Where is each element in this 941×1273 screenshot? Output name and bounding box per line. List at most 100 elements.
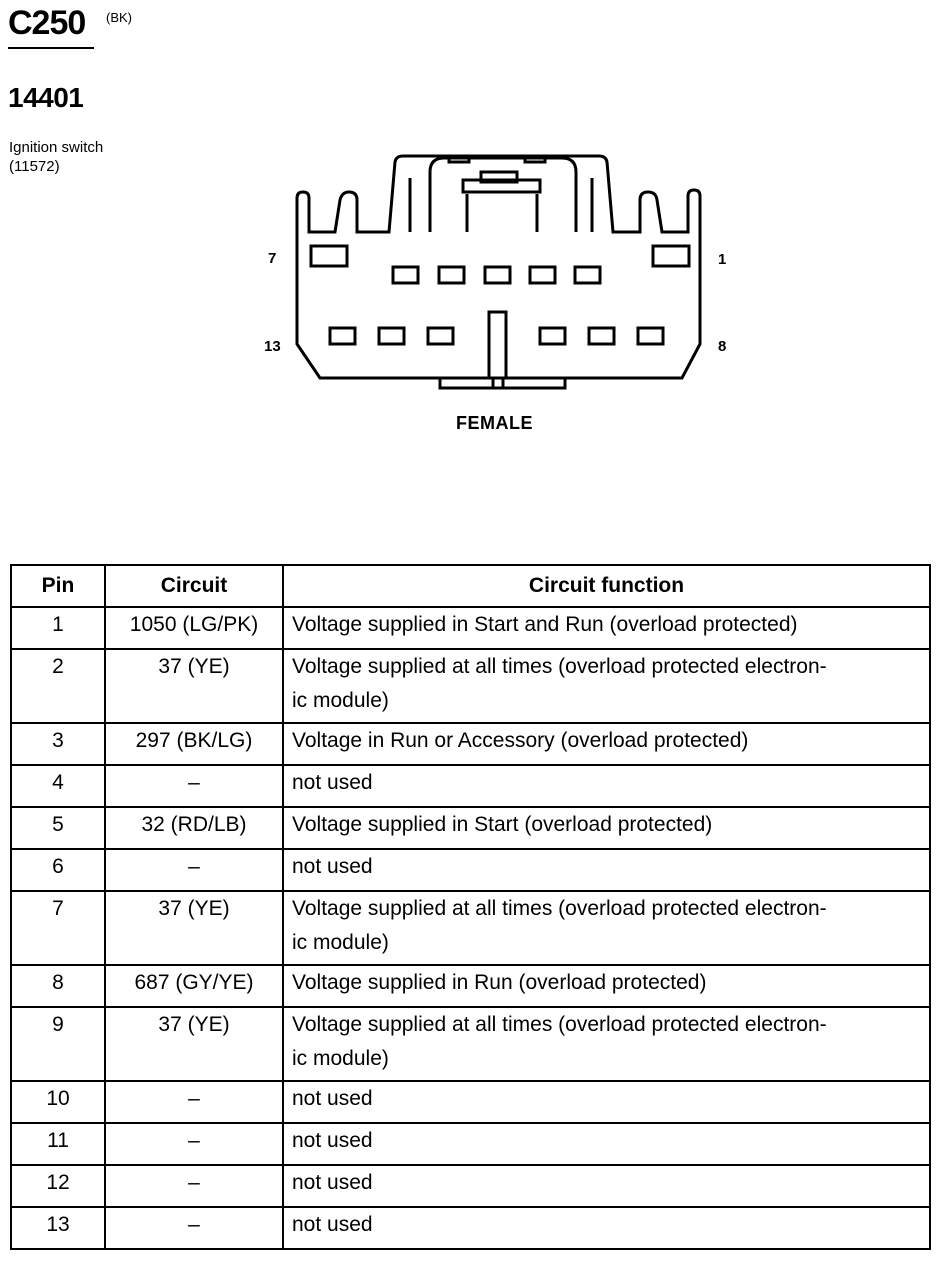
- connector-face-diagram: [295, 154, 702, 390]
- connector-body: [295, 154, 702, 380]
- pin-cell-text: 5: [52, 813, 64, 836]
- pin-cell-text: 4: [52, 771, 64, 794]
- connector-latch: [428, 156, 578, 232]
- pin-cell-text: 7: [52, 897, 64, 920]
- pin-cell: 10: [10, 1080, 106, 1124]
- pin-label-bottom-left: 13: [264, 338, 281, 355]
- pin-cell-text: 1: [52, 613, 64, 636]
- column-header-pin: Pin: [10, 564, 106, 608]
- pin-cell-text: 2: [52, 655, 64, 678]
- pin-cell-text: 8: [52, 971, 64, 994]
- function-cell: Voltage supplied at all times (overload …: [282, 1006, 931, 1082]
- latch-tab: [461, 178, 542, 194]
- function-cell: Voltage supplied in Start and Run (overl…: [282, 606, 931, 650]
- function-cell-text: not used: [292, 1213, 373, 1236]
- circuit-cell-text: 37 (YE): [158, 655, 230, 678]
- pin-label-top-right: 1: [718, 251, 727, 268]
- circuit-cell-text: 37 (YE): [158, 897, 230, 920]
- pin-cell: 4: [10, 764, 106, 808]
- cavity-13: [328, 326, 357, 346]
- circuit-cell-text: 1050 (LG/PK): [129, 613, 259, 636]
- function-cell: Voltage supplied in Start (overload prot…: [282, 806, 931, 850]
- circuit-cell: 37 (YE): [104, 890, 284, 966]
- latch-button: [479, 170, 519, 184]
- circuit-cell-text: –: [188, 1171, 200, 1194]
- circuit-cell-text: 32 (RD/LB): [141, 813, 247, 836]
- table-row: 6–not used: [10, 848, 931, 892]
- circuit-cell-text: –: [188, 1213, 200, 1236]
- pin-cell: 13: [10, 1206, 106, 1250]
- cavity-7: [309, 244, 349, 268]
- cavity-5: [437, 265, 466, 285]
- circuit-cell-text: 37 (YE): [158, 1013, 230, 1036]
- function-cell-text: Voltage supplied in Start (overload prot…: [292, 813, 713, 836]
- cavity-9: [587, 326, 616, 346]
- column-header-function: Circuit function: [282, 564, 931, 608]
- circuit-cell: –: [104, 1122, 284, 1166]
- table-row: 9 37 (YE) Voltage supplied at all times (o…: [10, 1006, 931, 1082]
- pin-cell: 1: [10, 606, 106, 650]
- connector-color: (BK): [106, 10, 132, 25]
- cavity-10: [538, 326, 567, 346]
- connector-id: C250: [8, 4, 86, 42]
- circuit-cell-text: 687 (GY/YE): [134, 971, 254, 994]
- circuit-cell: 687 (GY/YE): [104, 964, 284, 1008]
- pin-cell-text: 6: [52, 855, 64, 878]
- cavity-6: [391, 265, 420, 285]
- pin-label-top-left: 7: [268, 250, 277, 267]
- function-cell-text: Voltage supplied in Run (overload protec…: [292, 971, 707, 994]
- circuit-cell: –: [104, 1206, 284, 1250]
- title-underline: [8, 47, 94, 49]
- table-row: 8 687 (GY/YE) Voltage supplied in Run (ove…: [10, 964, 931, 1008]
- function-cell-text: Voltage supplied at all times (overload …: [292, 897, 827, 920]
- table-row: 2 37 (YE) Voltage supplied at all times (o…: [10, 648, 931, 724]
- table-row: 7 37 (YE) Voltage supplied at all times (o…: [10, 890, 931, 966]
- pin-cell: 9: [10, 1006, 106, 1082]
- function-cell-continuation: ic module): [292, 931, 389, 954]
- cavity-1: [651, 244, 691, 268]
- table-row: 12–not used: [10, 1164, 931, 1208]
- function-cell-text: Voltage supplied at all times (overload …: [292, 655, 827, 678]
- function-cell: not used: [282, 1080, 931, 1124]
- pin-cell-text: 9: [52, 1013, 64, 1036]
- part-number: 14401: [8, 82, 84, 113]
- cavity-12: [377, 326, 406, 346]
- cavity-3: [528, 265, 557, 285]
- function-cell: Voltage in Run or Accessory (overload pr…: [282, 722, 931, 766]
- table-row: 4–not used: [10, 764, 931, 808]
- function-cell-continuation: ic module): [292, 689, 389, 712]
- table-row: 5 32 (RD/LB) Voltage supplied in Start (ov…: [10, 806, 931, 850]
- circuit-cell-text: 297 (BK/LG): [135, 729, 253, 752]
- circuit-cell-text: –: [188, 1129, 200, 1152]
- circuit-cell: 1050 (LG/PK): [104, 606, 284, 650]
- cavity-11: [426, 326, 455, 346]
- table-row: 10 – not used: [10, 1080, 931, 1124]
- component-ref: (11572): [9, 158, 60, 175]
- pin-cell: 5: [10, 806, 106, 850]
- pin-cell: 2: [10, 648, 106, 724]
- circuit-cell: 297 (BK/LG): [104, 722, 284, 766]
- function-cell: Voltage supplied at all times (overload …: [282, 890, 931, 966]
- column-header-circuit: Circuit: [104, 564, 284, 608]
- bottom-rail: [438, 378, 567, 390]
- pin-cell-text: 3: [52, 729, 64, 752]
- function-cell-text: not used: [292, 1087, 373, 1110]
- component-description: Ignition switch (11572): [9, 138, 103, 176]
- circuit-cell: 37 (YE): [104, 1006, 284, 1082]
- circuit-cell-text: –: [188, 1087, 200, 1110]
- function-cell: not used: [282, 1164, 931, 1208]
- function-cell-text: not used: [292, 771, 373, 794]
- latch-notch-right: [523, 154, 547, 164]
- latch-ribs: [408, 178, 594, 232]
- cavity-2: [573, 265, 602, 285]
- function-cell: not used: [282, 1122, 931, 1166]
- cavity-8: [636, 326, 665, 346]
- component-name: Ignition switch: [9, 139, 104, 156]
- polarizing-key: [487, 310, 508, 378]
- table-row: 3 297 (BK/LG) Voltage in Run or Accessory …: [10, 722, 931, 766]
- table-row: 11–not used: [10, 1122, 931, 1166]
- pin-cell: 8: [10, 964, 106, 1008]
- pin-cell: 3: [10, 722, 106, 766]
- pin-label-bottom-right: 8: [718, 338, 727, 355]
- cavity-4: [483, 265, 512, 285]
